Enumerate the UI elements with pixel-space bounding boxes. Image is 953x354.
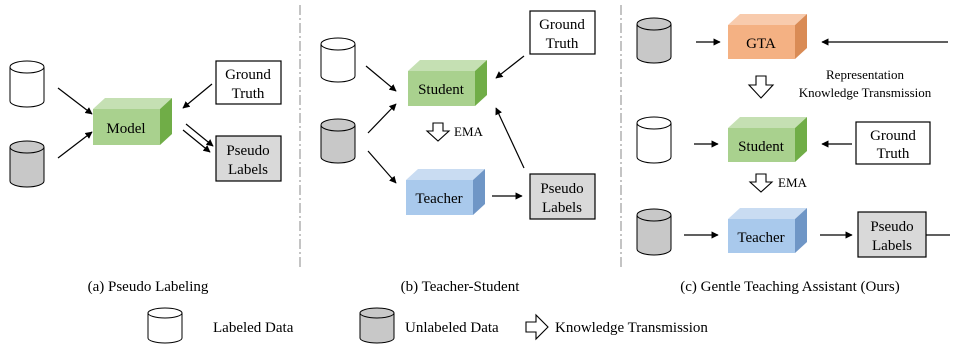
caption-a: (a) Pseudo Labeling <box>88 279 209 295</box>
unlabeled-data-cylinder <box>636 208 672 256</box>
ground-truth-line2: Truth <box>877 146 910 162</box>
unlabeled-data-cylinder <box>320 118 356 164</box>
teacher-block: Teacher <box>406 169 485 215</box>
student-label: Student <box>418 82 465 98</box>
representation-transmission-icon <box>747 75 775 99</box>
ema-transmission-icon <box>748 173 774 193</box>
student-block: Student <box>408 60 487 106</box>
legend-transmission-text: Knowledge Transmission <box>555 320 708 336</box>
ground-truth-box: Ground Truth <box>855 121 931 165</box>
panel-c: GTA Representation Knowledge Transmissio… <box>636 14 950 295</box>
panel-b: Student EMA Teacher Ground Truth Pseudo … <box>320 10 596 295</box>
gta-block: GTA <box>728 14 807 59</box>
legend-transmission-icon <box>525 313 549 341</box>
teacher-block: Teacher <box>728 208 807 253</box>
pseudo-line2: Labels <box>228 162 268 178</box>
labeled-data-cylinder-2 <box>636 116 672 164</box>
legend: Labeled Data Unlabeled Data Knowledge Tr… <box>147 307 708 344</box>
legend-unlabeled-text: Unlabeled Data <box>405 320 499 336</box>
model-label: Model <box>106 121 145 137</box>
caption-b: (b) Teacher-Student <box>401 279 521 295</box>
student-block: Student <box>728 117 807 162</box>
ema-transmission-icon <box>425 122 451 142</box>
arrow-labeled-to-model <box>57 87 93 115</box>
labeled-data-cylinder <box>636 17 672 64</box>
arrow-model-to-pseudo-1 <box>182 129 211 153</box>
ground-truth-line1: Ground <box>539 17 585 33</box>
ground-truth-line2: Truth <box>546 36 579 52</box>
ema-label: EMA <box>778 175 808 190</box>
pseudo-labels-box: Pseudo Labels <box>215 135 282 182</box>
pseudo-line2: Labels <box>872 238 912 254</box>
student-label: Student <box>738 139 785 155</box>
legend-labeled-text: Labeled Data <box>213 320 294 336</box>
rep-line1: Representation <box>826 67 904 82</box>
ground-truth-box: Ground Truth <box>529 10 596 55</box>
ema-label: EMA <box>454 124 484 139</box>
arrow-unlabeled-to-student <box>367 103 397 134</box>
caption-c: (c) Gentle Teaching Assistant (Ours) <box>680 279 899 295</box>
ground-truth-box: Ground Truth <box>215 60 282 105</box>
pseudo-labels-box: Pseudo Labels <box>529 173 596 220</box>
pseudo-line1: Pseudo <box>870 219 913 235</box>
pseudo-line1: Pseudo <box>540 181 583 197</box>
teacher-label: Teacher <box>415 191 462 207</box>
ground-truth-line1: Ground <box>225 67 271 83</box>
legend-labeled-icon <box>147 307 183 344</box>
arrow-gt-to-student <box>495 55 525 79</box>
arrow-unlabeled-to-model <box>57 131 93 159</box>
ground-truth-line1: Ground <box>870 128 916 144</box>
legend-unlabeled-icon <box>359 307 395 344</box>
teacher-label: Teacher <box>737 230 784 246</box>
arrow-gt-to-model <box>182 83 213 109</box>
labeled-data-cylinder <box>9 60 45 108</box>
arrow-unlabeled-to-teacher <box>367 150 397 184</box>
gta-label: GTA <box>746 36 776 52</box>
pseudo-line2: Labels <box>542 200 582 216</box>
labeled-data-cylinder <box>320 37 356 83</box>
pseudo-line1: Pseudo <box>226 143 269 159</box>
unlabeled-data-cylinder <box>9 140 45 188</box>
arrow-labeled-to-student <box>365 65 397 92</box>
panel-a: Model Ground Truth Pseudo Labels (a) Pse… <box>9 60 282 295</box>
ground-truth-line2: Truth <box>232 86 265 102</box>
arrow-pseudo-to-student <box>495 107 525 169</box>
pseudo-labels-box: Pseudo Labels <box>857 211 927 258</box>
model-block: Model <box>93 98 172 145</box>
arrow-model-to-pseudo-2 <box>185 123 214 147</box>
rep-line2: Knowledge Transmission <box>799 85 932 100</box>
